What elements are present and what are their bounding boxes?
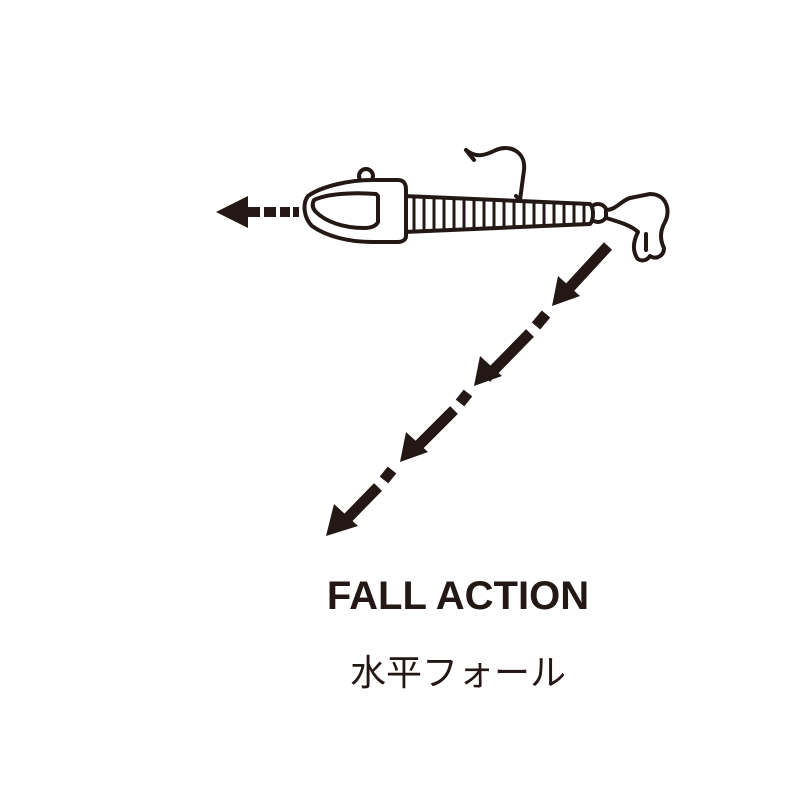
ribbed-body (402, 194, 595, 234)
paddle-tail (604, 192, 670, 263)
jig-head-swimbait-icon (302, 146, 670, 263)
hook-icon (464, 146, 527, 202)
dashed-arrow-down-left-icon (326, 242, 613, 536)
head-face-mark (310, 191, 380, 230)
dashed-arrow-left-icon (216, 196, 299, 228)
caption-title: FALL ACTION (326, 574, 590, 618)
body-ribs (412, 195, 586, 233)
caption-subtitle: 水平フォール (349, 653, 566, 694)
